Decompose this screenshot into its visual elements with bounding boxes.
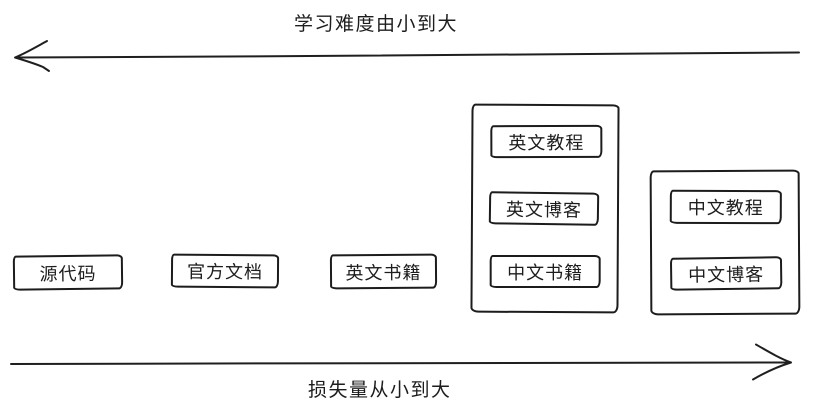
difficulty-axis-line — [16, 51, 800, 59]
box-chinese-blogs: 中文博客 — [669, 256, 783, 291]
box-english-blogs: 英文博客 — [488, 191, 600, 226]
box-chinese-books: 中文书籍 — [489, 255, 601, 289]
left-arrowhead-icon — [14, 40, 50, 72]
group-english-resources: 英文教程 英文博客 中文书籍 — [470, 103, 620, 314]
group-chinese-resources: 中文教程 中文博客 — [649, 169, 801, 316]
box-english-books: 英文书籍 — [329, 253, 438, 290]
box-english-tutorials: 英文教程 — [490, 124, 603, 159]
box-chinese-tutorials: 中文教程 — [669, 189, 782, 225]
box-official-docs: 官方文档 — [170, 253, 280, 289]
difficulty-axis-label: 学习难度由小到大 — [294, 13, 459, 35]
box-source-code: 源代码 — [12, 254, 124, 291]
loss-axis-label: 损失量从小到大 — [308, 379, 452, 401]
right-arrowhead-icon — [752, 343, 792, 381]
loss-axis-line — [10, 361, 789, 365]
difficulty-axis-arrow — [14, 40, 800, 72]
